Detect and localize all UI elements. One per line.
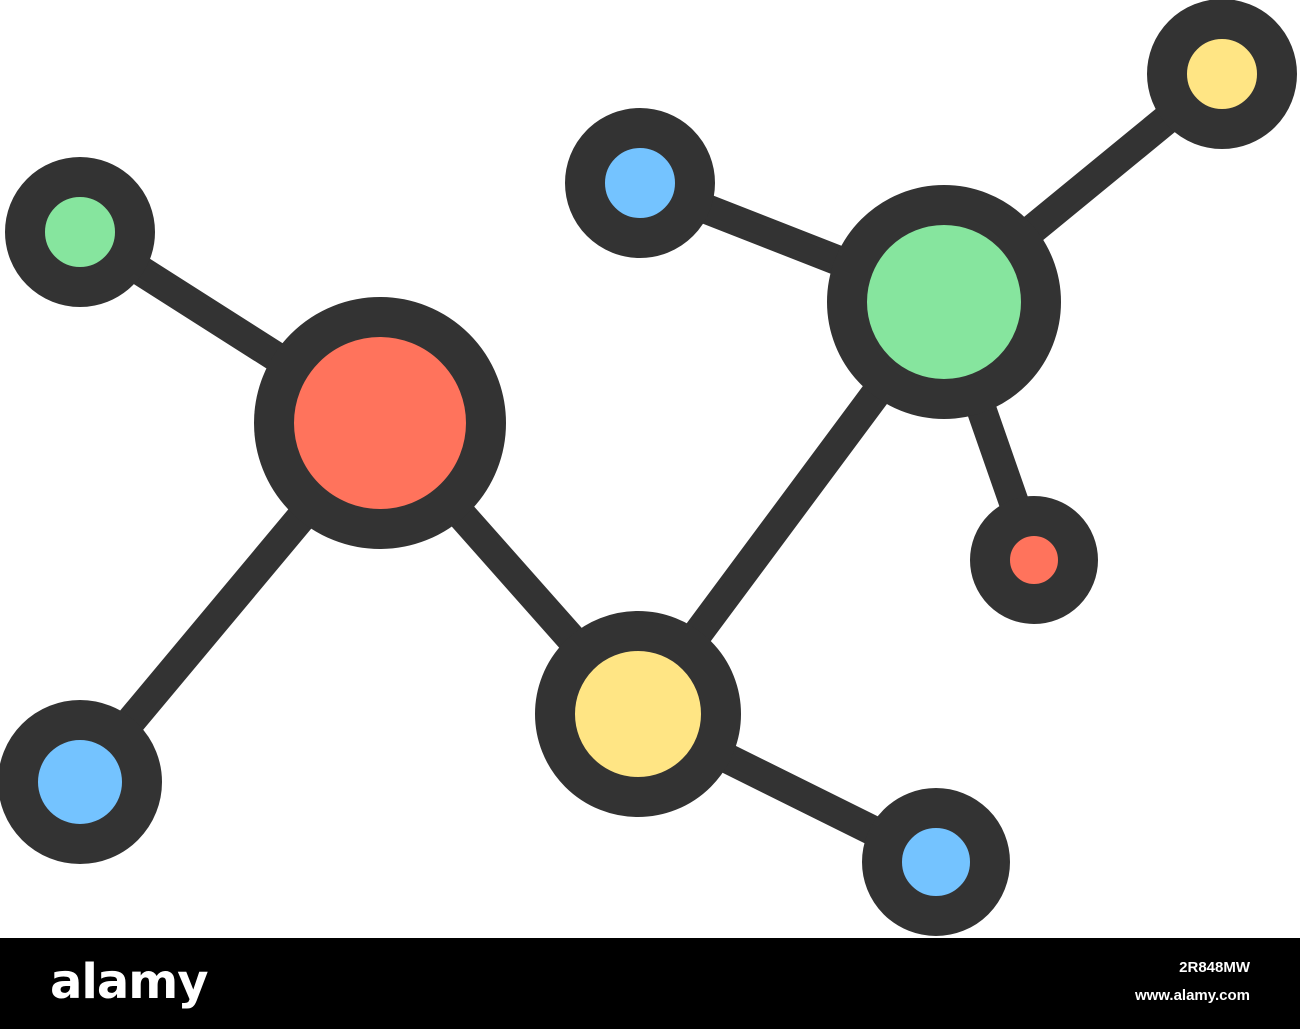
- site-url-label: www.alamy.com: [1134, 987, 1250, 1004]
- atom-green-large: [827, 185, 1061, 419]
- atom-blue-bottom-right: [862, 788, 1010, 936]
- atoms: [0, 0, 1297, 936]
- alamy-logo: alamy: [50, 954, 209, 1010]
- molecule-network-icon: [0, 0, 1297, 936]
- atom-red-small: [970, 496, 1098, 624]
- atom-yellow-small: [1147, 0, 1297, 149]
- atom-blue-top: [565, 108, 715, 258]
- image-id-label: 2R848MW: [1179, 959, 1250, 976]
- footer-bar: alamy 2R848MW www.alamy.com: [0, 938, 1300, 1029]
- atom-blue-bottom-left: [0, 700, 162, 864]
- atom-green-small: [5, 157, 155, 307]
- atom-yellow-medium: [535, 611, 741, 817]
- atom-red-large: [254, 297, 506, 549]
